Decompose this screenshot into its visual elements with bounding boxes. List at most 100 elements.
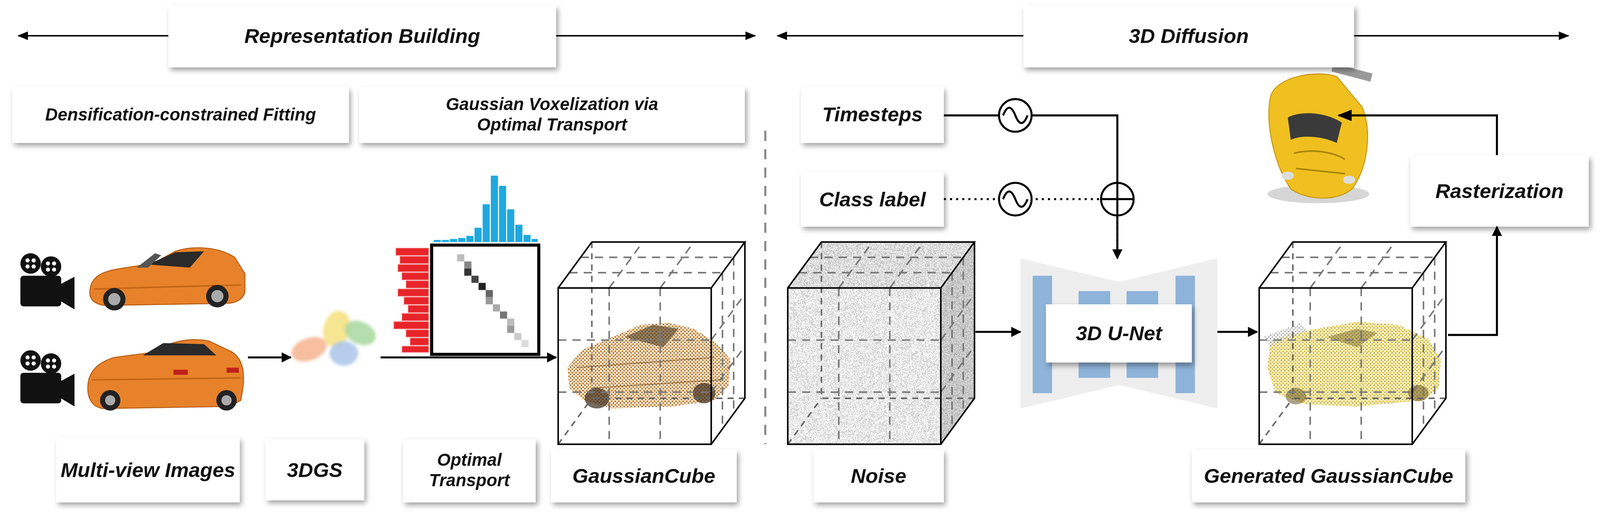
sinusoid-symbol bbox=[1002, 191, 1028, 207]
node-label: GaussianCube bbox=[550, 449, 737, 503]
sum-symbol bbox=[1100, 182, 1134, 215]
flow-arrow bbox=[247, 356, 291, 359]
flow-arrow bbox=[380, 356, 556, 359]
node-label: Generated GaussianCube bbox=[1191, 449, 1465, 503]
noise-cube bbox=[787, 287, 941, 445]
car-render bbox=[221, 395, 232, 405]
box-label: Rasterization bbox=[1435, 179, 1564, 203]
transport-histogram bbox=[523, 234, 531, 242]
transport-cells bbox=[521, 340, 529, 348]
transport-histogram bbox=[406, 329, 429, 337]
transport-histogram bbox=[397, 288, 429, 296]
flow-arrow bbox=[1217, 330, 1258, 333]
stage-label-box: Gaussian Voxelization via Optimal Transp… bbox=[359, 86, 745, 143]
box-label: Class label bbox=[819, 187, 926, 211]
voxel-grid: Generated GaussianCube bbox=[1257, 241, 1448, 445]
point-cloud-car bbox=[1263, 322, 1308, 346]
car-render bbox=[90, 247, 245, 310]
car-render bbox=[108, 292, 121, 305]
stage-label-box: Densification-constrained Fitting bbox=[12, 86, 349, 143]
transport-histogram bbox=[395, 247, 429, 255]
section-divider bbox=[764, 130, 767, 444]
car-render bbox=[102, 287, 126, 311]
transport-cells bbox=[507, 325, 515, 333]
transport-histogram bbox=[474, 227, 482, 242]
header-box: 3D Diffusion bbox=[1023, 5, 1354, 68]
car-render bbox=[211, 290, 224, 303]
point-cloud-car bbox=[624, 324, 679, 348]
transport-cells bbox=[485, 297, 493, 305]
transport-histogram bbox=[458, 237, 466, 243]
car-render bbox=[206, 284, 229, 308]
node-label: Noise bbox=[813, 449, 944, 503]
transport-plan: Optimal Transport bbox=[390, 168, 541, 355]
condition-box: Timesteps bbox=[800, 86, 944, 143]
box-label: Representation Building bbox=[244, 24, 480, 48]
transport-histogram bbox=[433, 175, 538, 242]
transport-histogram bbox=[402, 345, 429, 353]
section-arrow bbox=[777, 35, 1024, 37]
box-label: Timesteps bbox=[822, 102, 923, 127]
point-cloud-car bbox=[1263, 321, 1441, 406]
transport-histogram bbox=[441, 240, 449, 243]
render-step-box: Rasterization bbox=[1410, 155, 1589, 227]
sinusoid-symbol bbox=[999, 99, 1032, 132]
point-cloud-car bbox=[1285, 387, 1307, 405]
voxel-grid: GaussianCube bbox=[556, 241, 747, 445]
transport-histogram bbox=[531, 238, 538, 242]
image-input: Multi-view Images bbox=[15, 234, 248, 410]
transport-cells bbox=[492, 304, 500, 312]
sinusoid-symbol bbox=[999, 182, 1032, 215]
transport-histogram bbox=[393, 321, 429, 329]
sinusoid-symbol bbox=[999, 182, 1032, 215]
transport-cells bbox=[457, 254, 529, 348]
transport-cells bbox=[507, 318, 515, 326]
car-render bbox=[226, 367, 239, 373]
transport-histogram bbox=[402, 272, 429, 280]
section-arrow bbox=[556, 35, 756, 37]
transport-cells bbox=[500, 311, 508, 319]
sinusoid-symbol bbox=[999, 99, 1032, 132]
car-render bbox=[1287, 112, 1343, 143]
car-render bbox=[100, 390, 121, 411]
car-render bbox=[91, 377, 241, 380]
car-render bbox=[173, 369, 188, 375]
transport-cells bbox=[464, 268, 472, 276]
unet-graphic bbox=[1020, 258, 1218, 409]
car-render bbox=[87, 339, 244, 411]
transport-cells bbox=[485, 290, 493, 298]
transport-matrix bbox=[431, 245, 539, 355]
car-render bbox=[136, 252, 162, 268]
transport-histogram bbox=[450, 238, 458, 242]
point-cloud-car bbox=[1326, 328, 1378, 348]
camera-icon bbox=[20, 252, 75, 310]
car-render bbox=[90, 247, 245, 305]
gaussian-blobs bbox=[287, 307, 380, 366]
unet-block: 3D U-Net bbox=[1020, 258, 1218, 409]
camera-icon bbox=[20, 350, 75, 407]
transport-histogram bbox=[410, 337, 429, 345]
flow-arrow bbox=[943, 199, 1118, 259]
node-label: 3D U-Net bbox=[1045, 304, 1192, 363]
box-label: Gaussian Voxelization via Optimal Transp… bbox=[437, 95, 667, 135]
gaussian-splats: 3DGS bbox=[290, 306, 381, 370]
box-label: 3D Diffusion bbox=[1128, 24, 1249, 48]
transport-cells bbox=[514, 332, 522, 340]
unet-graphic bbox=[1020, 258, 1218, 409]
transport-histogram bbox=[404, 297, 429, 305]
car-render bbox=[1267, 63, 1373, 204]
transport-histogram bbox=[400, 256, 429, 264]
flow-arrow bbox=[975, 330, 1021, 333]
transport-histogram bbox=[499, 185, 507, 243]
sum-symbol bbox=[1100, 182, 1134, 215]
section-arrow bbox=[1354, 35, 1569, 37]
gaussian-blobs bbox=[329, 340, 359, 366]
transport-histogram bbox=[433, 240, 441, 243]
cube-wireframe bbox=[787, 241, 975, 444]
noise-cube bbox=[787, 241, 975, 444]
cube-wireframe bbox=[558, 241, 745, 444]
condition-box: Class label bbox=[800, 171, 944, 227]
